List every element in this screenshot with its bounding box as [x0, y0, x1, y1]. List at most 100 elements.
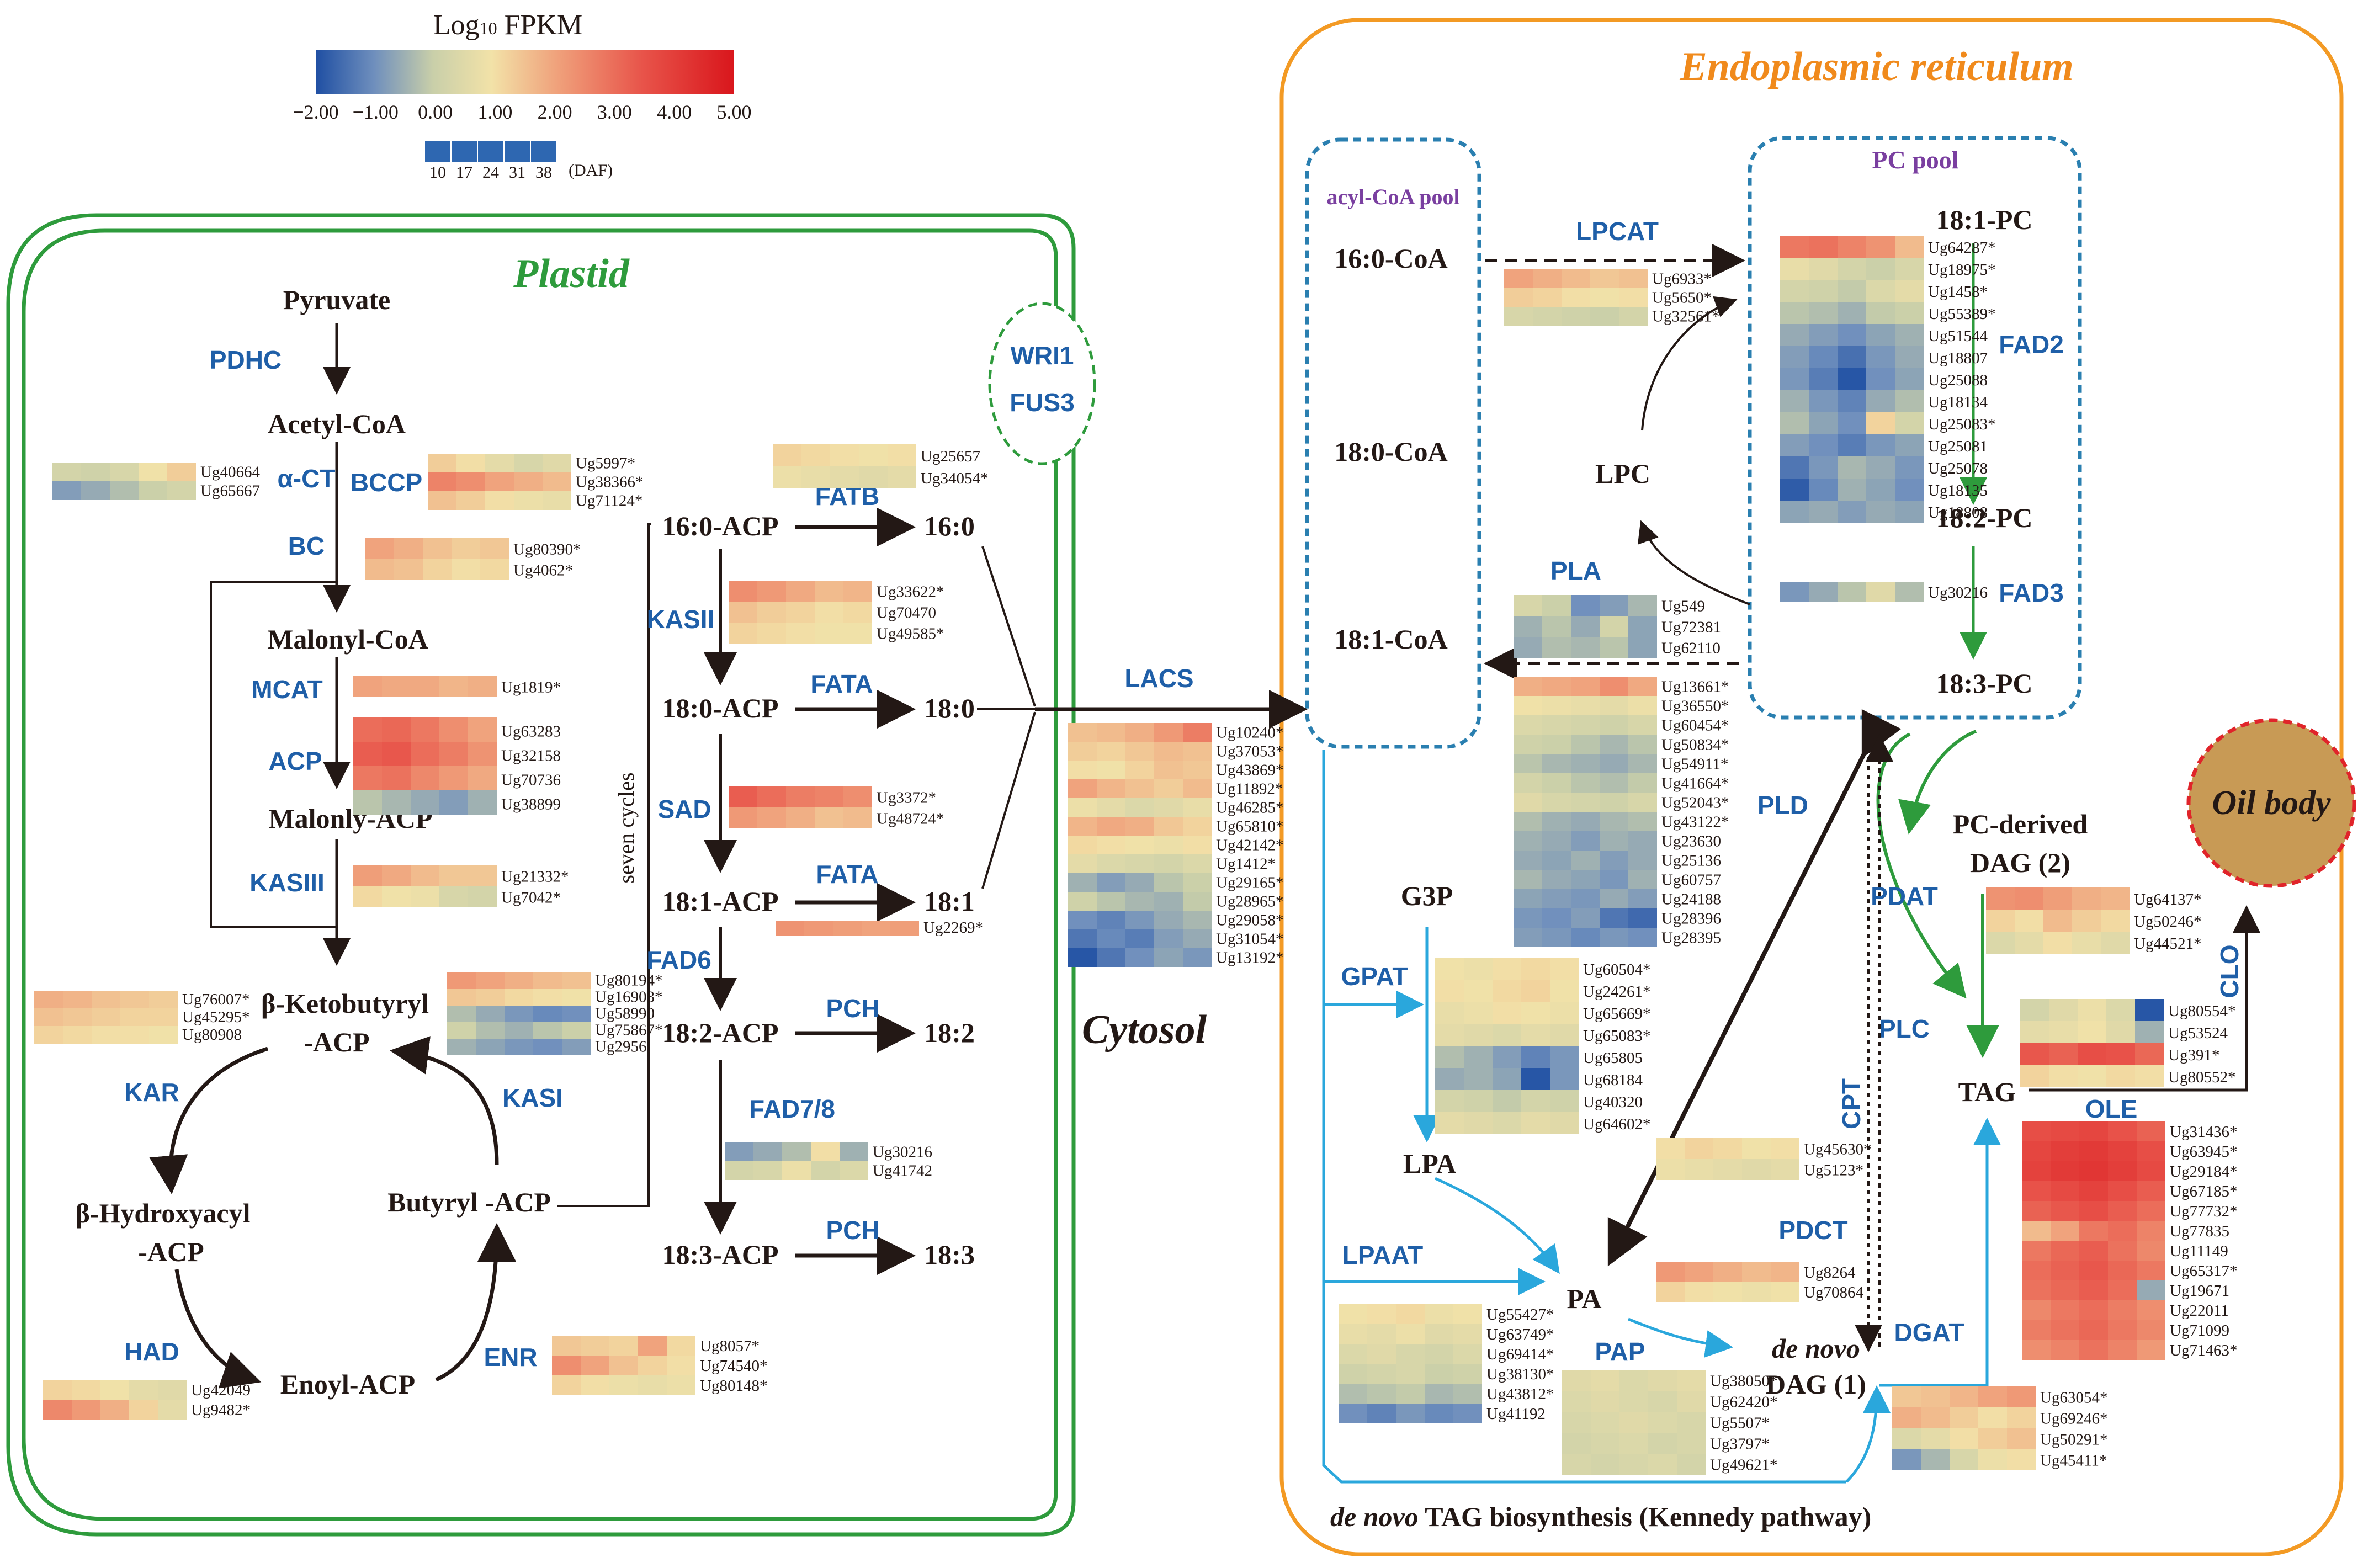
heatmap-cell	[843, 581, 872, 602]
heatmap-cell	[1713, 1159, 1742, 1180]
daf-label-value: 31	[509, 163, 525, 182]
heatmap-cell	[2020, 999, 2049, 1021]
gene-label: Ug42049	[191, 1381, 251, 1399]
heatmap-cell	[2108, 1141, 2137, 1161]
gene-label: Ug38130*	[1486, 1365, 1554, 1383]
gene-label: Ug52043*	[1661, 794, 1729, 811]
gene-label: Ug77732*	[2170, 1203, 2237, 1220]
daf-label-value: 38	[535, 163, 552, 182]
gene-label: Ug50246*	[2134, 913, 2201, 931]
heatmap-cell	[1542, 735, 1571, 754]
heatmap-cell	[480, 538, 509, 559]
seven-cycles-label: seven cycles	[614, 772, 639, 883]
heatmap-cell	[1866, 501, 1895, 523]
heatmap-cell	[1866, 302, 1895, 324]
heatmap-cell	[1183, 779, 1212, 798]
heatmap-cell	[2072, 932, 2101, 954]
heatmap-cell	[1895, 434, 1924, 456]
heatmap-cell	[1464, 1002, 1493, 1024]
heatmap-cell	[1950, 1449, 1978, 1470]
heatmap-cell	[1514, 831, 1542, 851]
heatmap-cell	[773, 444, 801, 466]
gene-label: Ug8057*	[700, 1337, 760, 1355]
gene-label: Ug29058*	[1216, 912, 1283, 929]
heatmap-cell	[1125, 742, 1154, 761]
heatmap-cell	[757, 581, 786, 602]
metabolite-c18-0-acp: 18:0-ACP	[662, 693, 778, 724]
heatmap-cell	[1866, 456, 1895, 479]
heatmap-cell	[43, 1380, 72, 1400]
gene-label: Ug50834*	[1661, 736, 1729, 753]
heatmap-cell	[52, 463, 81, 481]
metabolite-dag-2: DAG (2)	[1970, 847, 2070, 878]
heatmap-cell	[2106, 1065, 2135, 1087]
heatmap-cell	[1068, 854, 1097, 873]
heatmap-cell	[382, 717, 411, 742]
heatmap-cell	[1562, 1454, 1591, 1475]
metabolite-lpc: LPC	[1595, 458, 1650, 489]
heatmap-cell	[729, 581, 757, 602]
gene-label: Ug43122*	[1661, 813, 1729, 831]
heatmap-cell	[2051, 1181, 2079, 1201]
heatmap-cell	[1514, 637, 1542, 658]
heatmap-cell	[1628, 908, 1657, 928]
heatmap-cell	[1542, 595, 1571, 616]
heatmap-cell	[1183, 836, 1212, 854]
gene-label: Ug55389*	[1928, 305, 1995, 323]
heatmap-cell	[1562, 1433, 1591, 1454]
heatmap-cell	[1571, 616, 1600, 637]
heatmap-cell	[1183, 911, 1212, 929]
heatmap-cell	[1097, 892, 1125, 911]
heatmap-cell	[439, 676, 468, 697]
heatmap-cell	[1367, 1304, 1396, 1324]
heatmap-cell	[1600, 595, 1628, 616]
heatmap-cell	[1542, 696, 1571, 715]
heatmap-cell	[1435, 1090, 1464, 1112]
heatmap-cell	[1978, 1428, 2007, 1449]
heatmap-cell	[1591, 1433, 1619, 1454]
enzyme-dgat: DGAT	[1894, 1318, 1964, 1347]
heatmap-cell	[1986, 910, 2015, 932]
heatmap-cell	[2007, 1428, 2036, 1449]
heatmap-cell	[533, 972, 562, 989]
heatmap-cell	[1866, 390, 1895, 412]
heatmap-cell	[394, 538, 423, 559]
gene-label: Ug22011	[2170, 1302, 2229, 1320]
heatmap-cell	[1453, 1324, 1482, 1344]
heatmap-cell	[638, 1375, 667, 1395]
gene-label: Ug60757	[1661, 871, 1721, 889]
heatmap-cell	[2051, 1320, 2079, 1340]
heatmap-cell	[1809, 302, 1838, 324]
gene-label: Ug25657	[921, 448, 980, 465]
heatmap-cell	[2135, 1065, 2164, 1087]
heatmap-cell	[382, 865, 411, 886]
heatmap-cell	[533, 1022, 562, 1039]
enzyme-fus3: FUS3	[1010, 388, 1075, 417]
metabolite-hydroxyacyl-acp: -ACP	[138, 1236, 204, 1267]
heatmap-cell	[2051, 1161, 2079, 1181]
daf-label-value: 10	[429, 163, 446, 182]
heatmap-cell	[1600, 773, 1628, 793]
heatmap-cell	[1780, 456, 1809, 479]
cytosol-label: Cytosol	[1082, 1007, 1207, 1053]
heatmap-cell	[1809, 280, 1838, 302]
heatmap-cell	[2051, 1280, 2079, 1300]
legend-tick-label: 1.00	[477, 101, 512, 123]
heatmap-cell	[2079, 1261, 2108, 1280]
heatmap-cell	[2108, 1201, 2137, 1221]
heatmap-22: Ug45630*Ug5123*	[1656, 1138, 1871, 1180]
heatmap-cell	[476, 1006, 505, 1022]
heatmap-cell	[1838, 582, 1866, 602]
heatmap-cell	[1771, 1138, 1799, 1159]
heatmap-cell	[485, 472, 514, 491]
gene-label: Ug71099	[2170, 1322, 2229, 1340]
gene-label: Ug3797*	[1710, 1436, 1770, 1453]
heatmap-cell	[2022, 1261, 2051, 1280]
heatmap-cell	[786, 807, 815, 828]
heatmap-cell	[2022, 1141, 2051, 1161]
gene-label: Ug25078	[1928, 460, 1988, 477]
